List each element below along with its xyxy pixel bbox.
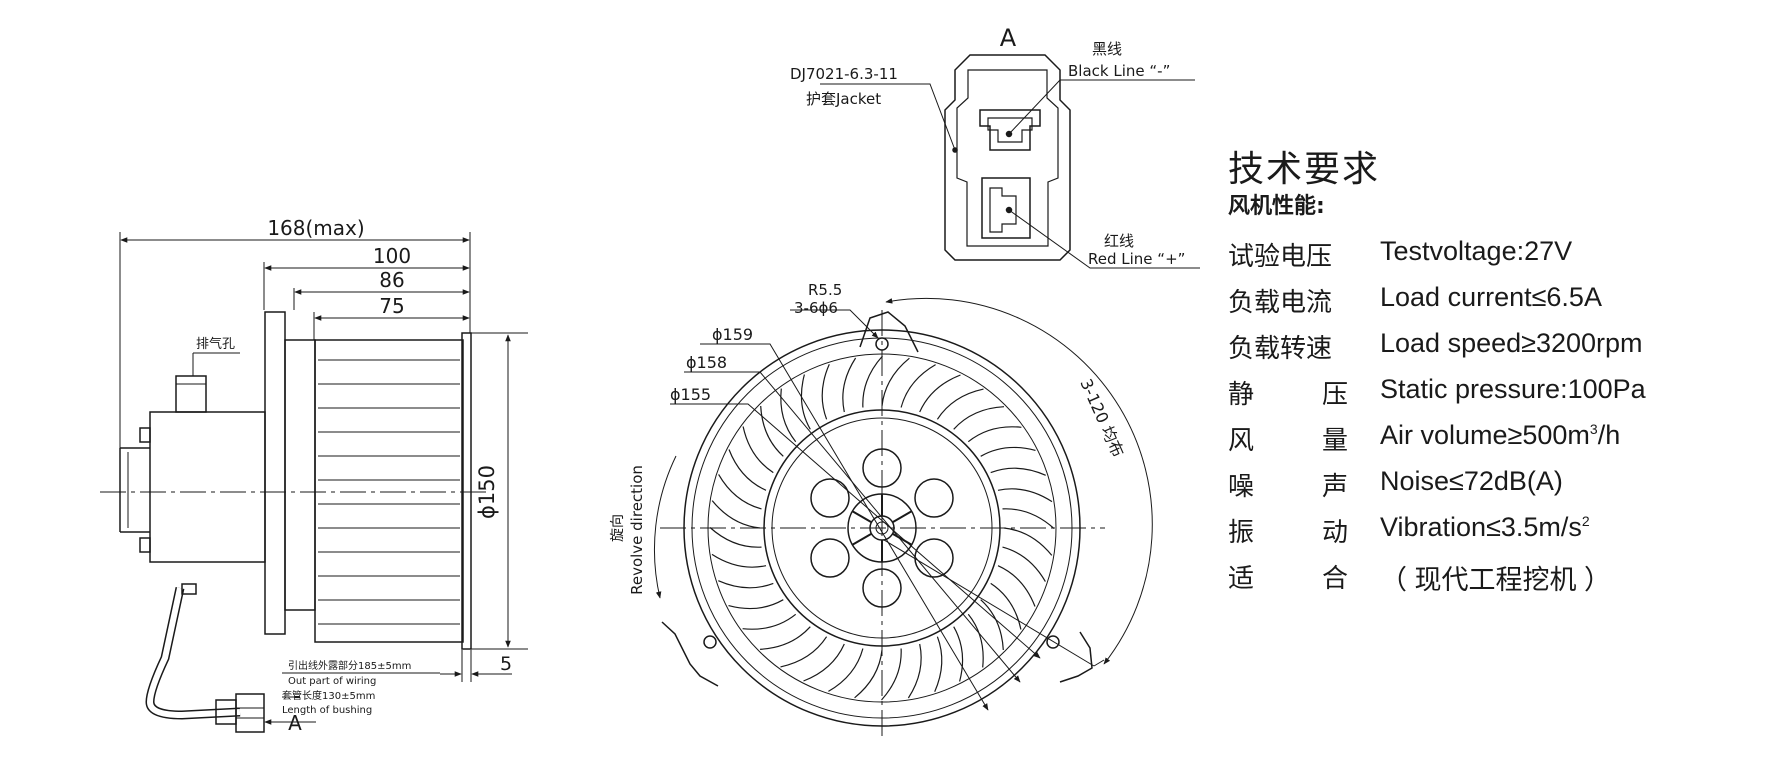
fan-blade — [934, 636, 943, 692]
fan-blade — [919, 374, 961, 413]
side-view-labels: 168(max) 100 86 75 ϕ150 5 排气孔 引出线外露部分185… — [196, 216, 512, 735]
wire-length-label: 引出线外露部分185±5mm — [288, 659, 411, 672]
jacket-label: 护套Jacket — [806, 90, 881, 108]
fan-blade — [936, 388, 984, 420]
fan-blade — [828, 648, 864, 692]
view-a-marker: A — [288, 711, 302, 735]
spec-row: 风量 Air volume≥500m3/h — [1228, 416, 1768, 462]
fan-blade — [1003, 527, 1053, 556]
fan-blade — [760, 405, 784, 457]
view-a-title: A — [1000, 24, 1017, 52]
exhaust-hole-label: 排气孔 — [196, 336, 235, 352]
spec-label: 静压 — [1228, 380, 1348, 410]
fan-blade — [780, 388, 797, 443]
dim-75-label: 75 — [379, 294, 404, 318]
connector-detail — [820, 54, 1200, 269]
spec-list: 试验电压 Testvoltage:27V 负载电流 Load current≤6.5A… — [1228, 232, 1768, 600]
spec-label: 振动 — [1228, 518, 1348, 548]
fan-blade — [728, 599, 784, 610]
rotation-cn-label: 旋向 — [610, 514, 626, 542]
spec-label: 负载转速 — [1228, 334, 1333, 364]
part-number-label: DJ7021-6.3-11 — [790, 65, 898, 83]
fan-blade — [997, 565, 1036, 607]
fan-blade — [718, 474, 762, 510]
d158-label: ϕ158 — [686, 353, 727, 372]
specs-title: 技术要求 — [1228, 149, 1381, 190]
spec-row: 振动 Vibration≤3.5m/s2 — [1228, 508, 1768, 554]
front-view — [653, 297, 1153, 740]
fan-blade — [709, 527, 762, 548]
dim-100-label: 100 — [373, 244, 411, 268]
hole-pattern-label: 3-6ϕ6 — [794, 299, 838, 317]
fan-blade — [881, 648, 902, 701]
fan-blade — [953, 406, 1005, 430]
spec-label: 适合 — [1228, 564, 1348, 594]
r55-label: R5.5 — [808, 281, 842, 299]
spec-row: 适合 （ 现代工程挖机 ） — [1228, 554, 1768, 600]
fan-blade — [854, 649, 883, 699]
fan-blade — [711, 553, 767, 568]
spec-label: 噪声 — [1228, 472, 1348, 502]
spec-label: 负载电流 — [1228, 288, 1333, 318]
fan-blade — [728, 449, 767, 491]
spec-value: Load current≤6.5A — [1380, 282, 1602, 312]
spec-value: Air volume≥500m3/h — [1380, 420, 1621, 450]
fan-blade — [711, 500, 761, 529]
side-view — [100, 232, 528, 733]
dim-168-label: 168(max) — [267, 216, 364, 240]
fan-blade — [907, 643, 922, 699]
fan-blade — [980, 446, 1036, 457]
spec-row: 静压 Static pressure:100Pa — [1228, 370, 1768, 416]
dim-86-label: 86 — [379, 268, 404, 292]
spec-value: Testvoltage:27V — [1380, 236, 1573, 266]
fan-blade — [862, 355, 883, 408]
red-line-label: Red Line “+” — [1088, 250, 1185, 268]
spec-row: 噪声 Noise≤72dB(A) — [1228, 462, 1768, 508]
front-view-labels: R5.5 3-6ϕ6 ϕ159 ϕ158 ϕ155 3-120 均布 旋向 Re… — [610, 281, 1128, 595]
bushing-length-en-label: Length of bushing — [282, 705, 372, 716]
technical-requirements: 技术要求 风机性能: 试验电压 Testvoltage:27V 负载电流 Load c… — [1228, 148, 1768, 600]
spec-value: Noise≤72dB(A) — [1380, 466, 1563, 496]
fan-blade — [997, 488, 1053, 503]
red-line-cn-label: 红线 — [1104, 232, 1134, 250]
fan-blade — [742, 613, 797, 630]
fan-blade — [780, 636, 828, 668]
rotation-en-label: Revolve direction — [628, 465, 646, 595]
fan-blade — [821, 364, 830, 420]
specs-subtitle: 风机性能: — [1228, 194, 1325, 219]
spec-value: Load speed≥3200rpm — [1380, 328, 1643, 358]
dim-5-label: 5 — [500, 653, 512, 675]
fan-blade — [800, 374, 811, 430]
black-line-cn-label: 黑线 — [1092, 40, 1122, 58]
spec-value: Vibration≤3.5m/s2 — [1380, 512, 1590, 542]
fan-blade — [1002, 508, 1055, 529]
black-line-label: Black Line “-” — [1068, 62, 1170, 80]
fan-blade — [759, 626, 811, 650]
spec-row: 试验电压 Testvoltage:27V — [1228, 232, 1768, 278]
spec-value: Static pressure:100Pa — [1380, 374, 1646, 404]
wire-length-en-label: Out part of wiring — [288, 676, 376, 687]
spec-label: 风量 — [1228, 426, 1348, 456]
fan-blade — [742, 426, 774, 474]
spec-value: （ 现代工程挖机 ） — [1380, 565, 1612, 595]
spec-label: 试验电压 — [1228, 242, 1333, 272]
spec-row: 负载电流 Load current≤6.5A — [1228, 278, 1768, 324]
fan-blade — [990, 467, 1046, 476]
d155-label: ϕ155 — [670, 385, 711, 404]
fan-blade — [900, 364, 936, 408]
fan-blade — [842, 357, 857, 413]
spacing-label: 3-120 均布 — [1076, 376, 1127, 460]
connector-labels: A DJ7021-6.3-11 护套Jacket 黑线 Black Line “… — [790, 24, 1185, 268]
fan-blade — [718, 580, 774, 589]
fan-blade — [1002, 546, 1046, 582]
fan-blade — [967, 426, 1022, 443]
fan-blade — [803, 643, 845, 682]
fan-blade — [881, 357, 910, 407]
bushing-length-label: 套管长度130±5mm — [282, 689, 375, 702]
dim-150-label: ϕ150 — [475, 465, 499, 519]
d159-label: ϕ159 — [712, 325, 753, 344]
fan-blade — [980, 599, 1004, 651]
spec-row: 负载转速 Load speed≥3200rpm — [1228, 324, 1768, 370]
